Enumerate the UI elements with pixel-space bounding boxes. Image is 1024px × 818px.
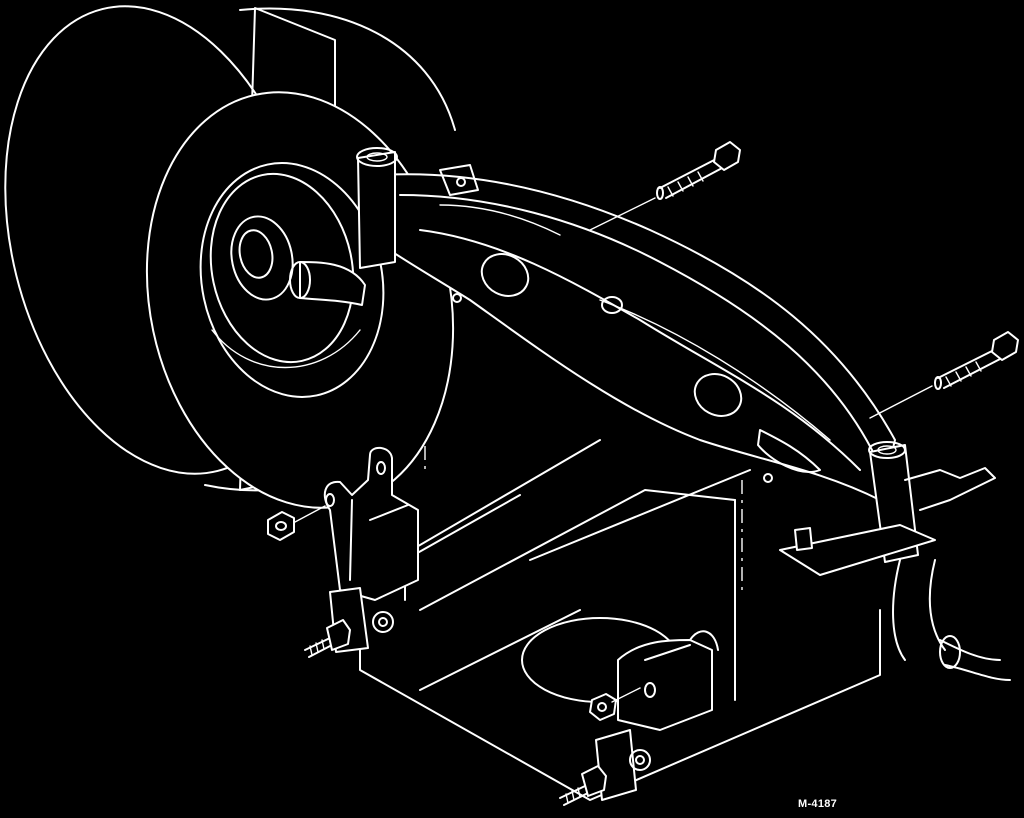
pivot-bolt-left (589, 141, 741, 231)
figure-label: M-4187 (798, 798, 838, 810)
pivot-bolt-right (869, 331, 1019, 419)
front-axle-beam (374, 173, 896, 501)
left-spindle (289, 147, 479, 306)
front-pivot-bracket (267, 446, 419, 658)
rear-pivot-bracket (559, 630, 719, 806)
right-spindle (779, 441, 1011, 681)
